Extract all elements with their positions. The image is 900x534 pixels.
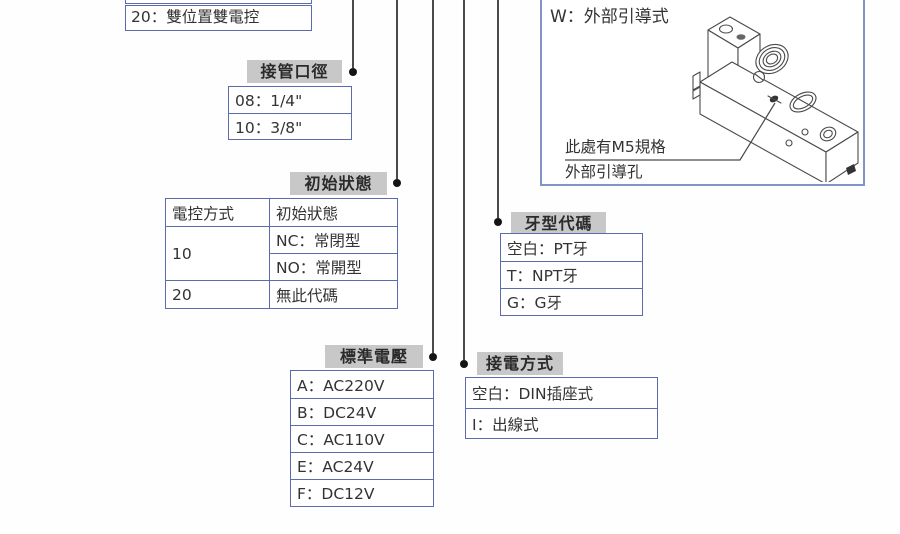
initial-state-col-header: 電控方式: [165, 198, 270, 227]
initial-state-header: 初始狀態: [290, 172, 387, 195]
connector-line-thread-code: [497, 0, 499, 218]
connector-line-wiring: [463, 0, 465, 360]
connector-line-voltage: [432, 0, 434, 353]
voltage-option: B：DC24V: [291, 398, 433, 425]
wiring-list: 空白：DIN插座式 I：出線式: [465, 377, 658, 439]
wiring-option: 空白：DIN插座式: [472, 385, 594, 403]
wiring-header: 接電方式: [477, 352, 563, 375]
connector-line-port-size: [352, 0, 354, 68]
initial-state-cell-code10: 10: [165, 226, 270, 281]
initial-state-cell-nc: NC：常閉型: [269, 226, 398, 254]
port-size-option: 10：3/8": [229, 113, 351, 139]
thread-code-option: T：NPT牙: [501, 261, 642, 288]
voltage-option: F：DC12V: [291, 479, 433, 506]
control-type-option: 20：雙位置雙電控: [131, 8, 260, 26]
initial-state-col-header: 初始狀態: [269, 198, 398, 227]
note-leader-line: [565, 102, 776, 161]
connector-line-initial-state: [396, 0, 398, 179]
initial-state-table: 電控方式 初始狀態 10 NC：常閉型 NO：常開型 20 無此代碼: [165, 198, 398, 309]
control-type-option-box-partial: [125, 0, 312, 4]
connector-dot-port-size: [349, 68, 357, 76]
port-size-list: 08：1/4" 10：3/8": [228, 86, 352, 140]
port-size-header: 接管口徑: [247, 60, 342, 83]
port-size-option: 08：1/4": [235, 92, 303, 110]
initial-state-cell-no: NO：常開型: [269, 253, 398, 281]
pilot-note-line1: 此處有M5規格: [565, 138, 666, 156]
voltage-header: 標準電壓: [325, 345, 423, 368]
voltage-list: A：AC220V B：DC24V C：AC110V E：AC24V F：DC12…: [290, 370, 434, 507]
pilot-note-line2: 外部引導孔: [565, 163, 643, 181]
thread-code-option: 空白：PT牙: [507, 239, 588, 258]
voltage-option: E：AC24V: [291, 452, 433, 479]
initial-state-cell-code20: 20: [165, 280, 270, 309]
control-type-option-box: 20：雙位置雙電控: [125, 5, 312, 31]
external-pilot-panel: W：外部引導式: [540, 0, 865, 186]
connector-dot-wiring: [460, 360, 468, 368]
thread-code-header: 牙型代碼: [511, 212, 606, 234]
valve-illustration: [692, 16, 859, 182]
external-pilot-label: W：外部引導式: [550, 7, 669, 27]
initial-state-cell-nocode: 無此代碼: [269, 280, 398, 309]
connector-dot-initial-state: [393, 179, 401, 187]
voltage-option: A：AC220V: [297, 376, 385, 395]
thread-code-list: 空白：PT牙 T：NPT牙 G：G牙: [500, 233, 643, 316]
voltage-option: C：AC110V: [291, 425, 433, 452]
connector-dot-voltage: [429, 353, 437, 361]
thread-code-option: G：G牙: [501, 288, 642, 315]
wiring-option: I：出線式: [466, 408, 657, 438]
connector-dot-thread-code: [494, 218, 502, 226]
